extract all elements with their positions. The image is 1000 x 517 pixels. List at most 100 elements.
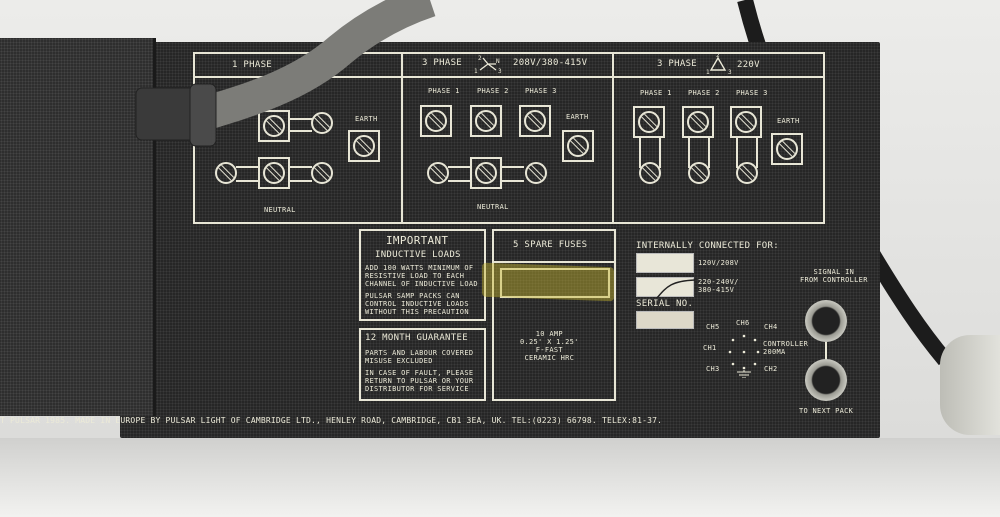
star-earth-label: EARTH <box>566 113 589 121</box>
fuses-box <box>492 229 616 401</box>
ch2-label: CH2 <box>764 365 778 373</box>
screw-icon <box>215 162 237 184</box>
screw-icon <box>311 112 333 134</box>
wire-line <box>756 138 758 168</box>
star-label-1: 1 <box>474 68 478 75</box>
important-subtitle: INDUCTIVE LOADS <box>375 250 461 260</box>
fuse-holder[interactable] <box>500 268 610 298</box>
screw-icon <box>353 135 375 157</box>
section-divider <box>612 52 614 224</box>
checkmark-line-icon <box>656 279 696 299</box>
delta-label-2: 2 <box>716 52 720 59</box>
screw-icon <box>427 162 449 184</box>
terminal <box>519 105 551 137</box>
wire-line <box>236 166 258 168</box>
screw-icon <box>567 135 589 157</box>
pinout-diagram-icon <box>728 334 760 378</box>
star-phase1-label: PHASE 1 <box>428 87 460 95</box>
fuse-spec: 10 AMP 0.25' X 1.25' F-FAST CERAMIC HRC <box>520 330 579 362</box>
terminal <box>682 106 714 138</box>
voltage-option-2: 220-240V/ 380-415V <box>698 278 739 294</box>
important-title: IMPORTANT <box>386 234 449 247</box>
ch4-label: CH4 <box>764 323 778 331</box>
voltage-option-120-label <box>636 253 694 273</box>
star-voltage: 208V/380-415V <box>513 58 588 68</box>
single-earth-label: EARTH <box>355 115 378 123</box>
ch6-label: CH6 <box>736 319 750 327</box>
controller-label: CONTROLLER 200MA <box>763 340 809 356</box>
important-box <box>359 229 486 321</box>
next-pack-label: TO NEXT PACK <box>799 407 854 415</box>
important-text-1: ADD 100 WATTS MINIMUM OF RESISTIVE LOAD … <box>365 264 478 288</box>
plug <box>940 335 1000 435</box>
ch5-label: CH5 <box>706 323 720 331</box>
guarantee-title: 12 MONTH GUARANTEE <box>365 333 468 343</box>
star-title: 3 PHASE <box>422 58 463 68</box>
voltage-option-1: 120V/208V <box>698 259 739 267</box>
wire-line <box>639 138 641 168</box>
terminal <box>470 157 502 189</box>
star-label-3: 3 <box>498 68 502 75</box>
single-phase-title: 1 PHASE <box>232 60 273 70</box>
signal-in-label: SIGNAL IN FROM CONTROLLER <box>800 268 868 284</box>
delta-phase2-label: PHASE 2 <box>688 89 720 97</box>
important-text-2: PULSAR SAMP PACKS CAN CONTROL INDUCTIVE … <box>365 292 469 316</box>
terminal <box>470 105 502 137</box>
fuses-title: 5 SPARE FUSES <box>513 240 588 250</box>
screw-icon <box>263 115 285 137</box>
star-phase2-label: PHASE 2 <box>477 87 509 95</box>
star-neutral-label: NEUTRAL <box>477 203 509 211</box>
screw-icon <box>638 111 660 133</box>
wire-line <box>236 180 258 182</box>
footer-text: T PULSAR 1985. MADE IN EUROPE BY PULSAR … <box>0 416 663 425</box>
voltage-option-220-label <box>636 277 696 299</box>
guarantee-text-2: IN CASE OF FAULT, PLEASE RETURN TO PULSA… <box>365 369 474 393</box>
enclosure-box <box>0 38 156 416</box>
guarantee-text-1: PARTS AND LABOUR COVERED MISUSE EXCLUDED <box>365 349 474 365</box>
screw-icon <box>776 138 798 160</box>
wire-line <box>736 138 738 168</box>
delta-earth-label: EARTH <box>777 117 800 125</box>
wire-line <box>448 180 470 182</box>
wire-line <box>290 130 312 132</box>
fuses-divider <box>492 261 616 263</box>
screw-icon <box>475 162 497 184</box>
serial-label: SERIAL NO. <box>636 299 694 309</box>
internal-title: INTERNALLY CONNECTED FOR: <box>636 241 779 251</box>
star-label-n: N <box>496 58 500 65</box>
wire-line <box>502 180 524 182</box>
delta-title: 3 PHASE <box>657 59 698 69</box>
serial-plate <box>636 311 694 329</box>
single-neutral-label: NEUTRAL <box>264 206 296 214</box>
next-pack-connector[interactable] <box>805 359 847 401</box>
section-divider <box>401 52 403 224</box>
screw-icon <box>263 162 285 184</box>
header-divider <box>193 76 825 78</box>
delta-phase1-label: PHASE 1 <box>640 89 672 97</box>
terminal <box>348 130 380 162</box>
terminal <box>258 110 290 142</box>
ch3-label: CH3 <box>706 365 720 373</box>
screw-icon <box>311 162 333 184</box>
delta-label-1: 1 <box>706 69 710 76</box>
screw-icon <box>475 110 497 132</box>
star-phase3-label: PHASE 3 <box>525 87 557 95</box>
terminal <box>771 133 803 165</box>
signal-in-connector[interactable] <box>805 300 847 342</box>
screw-icon <box>639 162 661 184</box>
wire-line <box>708 138 710 168</box>
screw-icon <box>736 162 758 184</box>
connector-link <box>825 342 827 360</box>
shelf <box>0 438 1000 517</box>
screw-icon <box>525 162 547 184</box>
wire-line <box>290 180 312 182</box>
wire-line <box>448 166 470 168</box>
ch1-label: CH1 <box>703 344 717 352</box>
terminal <box>633 106 665 138</box>
guarantee-box <box>359 328 486 401</box>
delta-symbol-icon <box>710 57 726 71</box>
screw-icon <box>687 111 709 133</box>
wire-line <box>659 138 661 168</box>
screw-icon <box>688 162 710 184</box>
